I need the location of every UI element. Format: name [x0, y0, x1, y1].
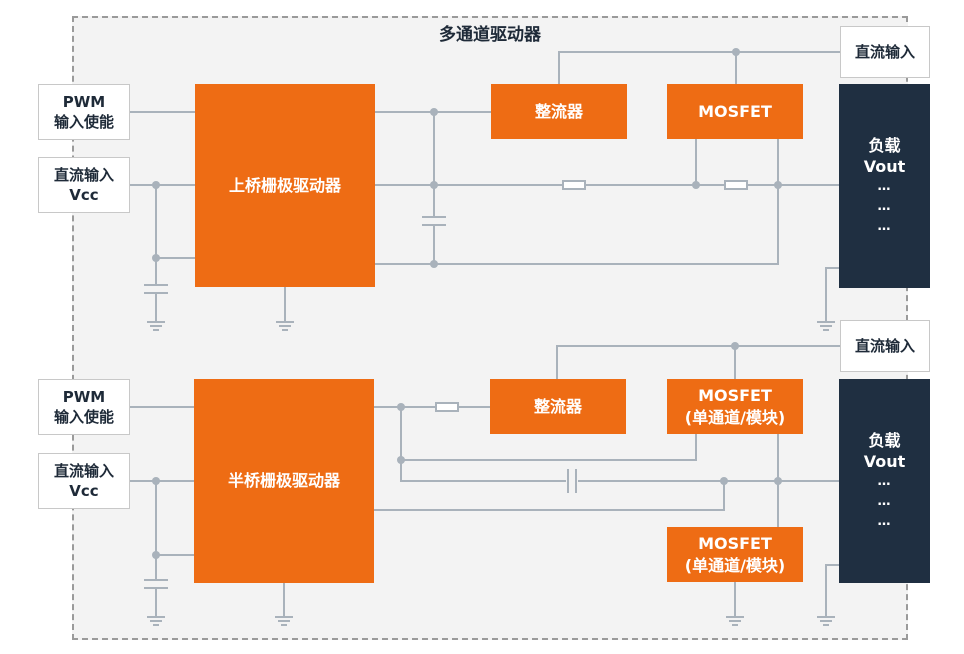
bottom-load-vout: Vout: [863, 452, 906, 471]
top-load-dot: …: [877, 179, 892, 194]
junction-dot: [152, 254, 160, 262]
wire: [558, 51, 840, 84]
bottom-load-dot: …: [877, 474, 892, 489]
wire: [400, 407, 697, 461]
bottom-mosfet-2: MOSFET (单通道/模块): [667, 527, 803, 582]
top-dc-vcc-input: 直流输入 Vcc: [38, 157, 130, 213]
resistor-symbol: [724, 180, 748, 190]
top-load-dot: …: [877, 219, 892, 234]
diagram-title: 多通道驱动器: [439, 25, 541, 45]
wire: [155, 185, 195, 259]
junction-dot: [430, 108, 438, 116]
top-dc-input: 直流输入: [840, 26, 930, 78]
wire: [375, 185, 779, 265]
resistor-symbol: [562, 180, 586, 190]
top-load: 负载 Vout … … …: [839, 84, 930, 288]
junction-dot: [731, 342, 739, 350]
wire: [374, 481, 725, 511]
junction-dot: [430, 181, 438, 189]
bottom-load-dot: …: [877, 514, 892, 529]
wire: [825, 267, 839, 322]
junction-dot: [152, 477, 160, 485]
wire: [400, 460, 839, 482]
junction-dot: [397, 456, 405, 464]
junction-dot: [732, 48, 740, 56]
junction-dot: [152, 181, 160, 189]
top-load-vout: Vout: [863, 157, 906, 176]
bottom-rectifier: 整流器: [490, 379, 626, 434]
top-gate-driver: 上桥栅极驱动器: [195, 84, 375, 287]
resistor-symbol: [435, 402, 459, 412]
wire: [155, 481, 194, 556]
bottom-dc-vcc-input: 直流输入 Vcc: [38, 453, 130, 509]
top-rectifier: 整流器: [491, 84, 627, 139]
bottom-dc-input: 直流输入: [840, 320, 930, 372]
junction-dot: [152, 551, 160, 559]
top-mosfet: MOSFET: [667, 84, 803, 139]
bottom-load-title: 负载: [868, 431, 901, 450]
junction-dot: [430, 260, 438, 268]
junction-dot: [774, 477, 782, 485]
bottom-mosfet-1: MOSFET (单通道/模块): [667, 379, 803, 434]
junction-dot: [397, 403, 405, 411]
bottom-load: 负载 Vout … … …: [839, 379, 930, 583]
bottom-load-dot: …: [877, 494, 892, 509]
wire: [556, 345, 840, 379]
junction-dot: [720, 477, 728, 485]
top-pwm-input: PWM 输入使能: [38, 84, 130, 140]
bottom-gate-driver: 半桥栅极驱动器: [194, 379, 374, 583]
wire: [825, 564, 839, 617]
top-load-title: 负载: [868, 136, 901, 155]
top-load-dot: …: [877, 199, 892, 214]
bottom-pwm-input: PWM 输入使能: [38, 379, 130, 435]
